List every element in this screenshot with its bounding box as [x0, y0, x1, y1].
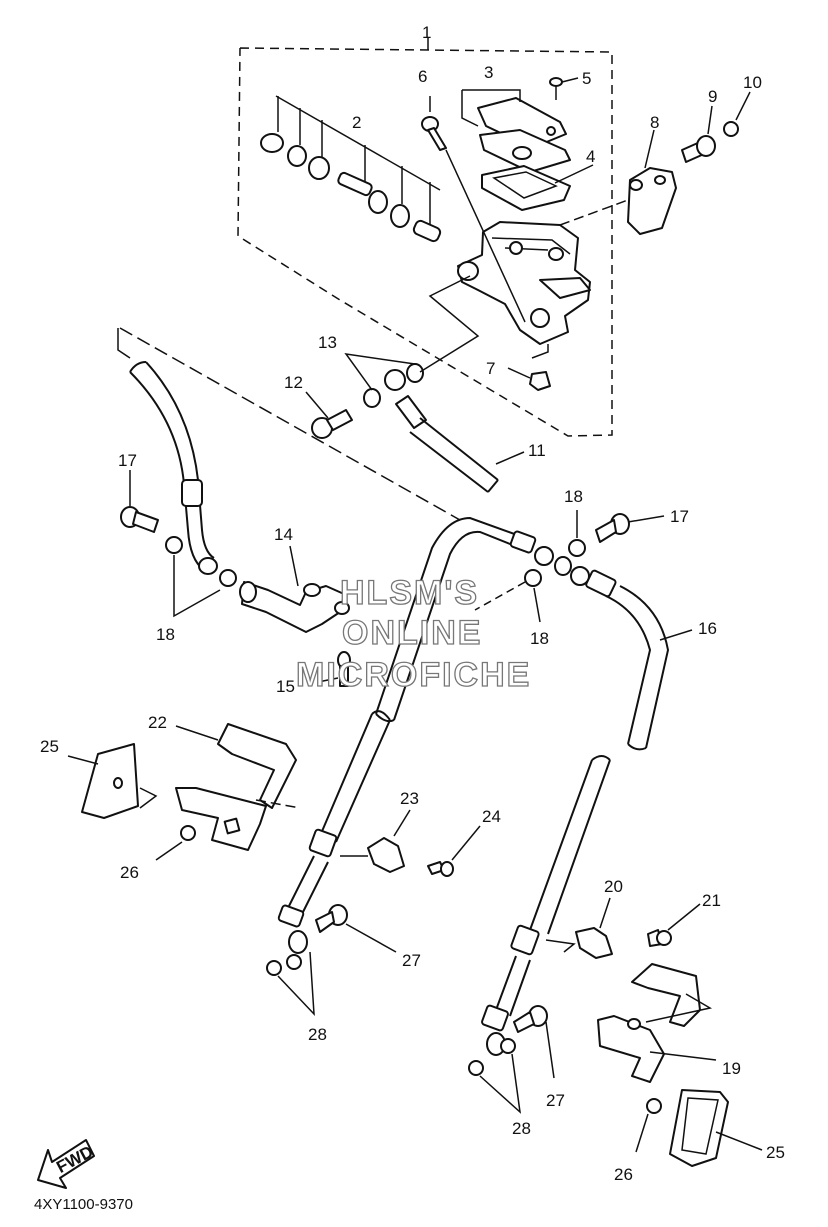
callout-4: 4 [586, 147, 595, 166]
holder-bolt-part [681, 105, 716, 163]
union-bolt-upper-part [305, 391, 353, 439]
master-cylinder-body [457, 221, 591, 345]
callout-3: 3 [484, 63, 493, 82]
callout-9: 9 [708, 87, 717, 106]
pivot-nut-part [507, 344, 551, 391]
callout-17-right: 17 [670, 507, 689, 526]
clamp-screw-left-part [427, 825, 481, 877]
union-bolt-lower-part [317, 651, 351, 687]
union-bolt-lower-left-part [315, 904, 397, 953]
callout-15: 15 [276, 677, 295, 696]
callout-24: 24 [482, 807, 501, 826]
callout-labels: 1 2 3 4 5 6 7 8 9 10 11 12 13 14 15 16 1… [40, 23, 785, 1184]
callout-19: 19 [722, 1059, 741, 1078]
union-bolt-left-part [120, 470, 159, 533]
callout-28-left: 28 [308, 1025, 327, 1044]
fwd-arrow-icon: FWD [37, 1139, 96, 1189]
reservoir-cap-parts [461, 89, 594, 211]
watermark-line-1: HLSM'S [340, 574, 479, 612]
callout-27-right: 27 [546, 1091, 565, 1110]
copper-washer-left-part [165, 536, 237, 618]
callout-17-left: 17 [118, 451, 137, 470]
callout-26-right: 26 [614, 1165, 633, 1184]
copper-washer-upper-part [344, 275, 480, 408]
callout-18-right: 18 [530, 629, 549, 648]
callout-10: 10 [743, 73, 762, 92]
clamp-right-part [545, 897, 613, 959]
holder-washer-part [723, 91, 751, 137]
bracket-right-part [597, 963, 717, 1083]
reflector-right-part [669, 1089, 763, 1167]
brake-hose-right-part [375, 516, 693, 751]
clamp-left-part [340, 809, 411, 873]
master-cylinder-assembly-outline [237, 38, 613, 437]
piston-kit-part [260, 95, 442, 243]
callout-14: 14 [274, 525, 293, 544]
watermark: HLSM'S ONLINE MICROFICHE [295, 573, 531, 694]
pivot-bolt-part [421, 96, 526, 323]
brake-hose-upper-part [384, 369, 525, 493]
callout-7: 7 [486, 359, 495, 378]
brake-hose-left-part [129, 361, 218, 575]
callout-25-left: 25 [40, 737, 59, 756]
callout-2: 2 [352, 113, 361, 132]
brake-hose-lower-left-part [277, 710, 391, 954]
callout-26-left: 26 [120, 863, 139, 882]
document-code: 4XY1100-9370 [34, 1196, 133, 1213]
washer-lower-left-part [266, 951, 315, 1017]
callout-21: 21 [702, 891, 721, 910]
watermark-line-2: ONLINE [342, 614, 482, 652]
pipe-banjo-part [239, 545, 350, 633]
nut-right-part [635, 1098, 662, 1153]
callout-1: 1 [422, 23, 431, 42]
union-bolt-right-part [595, 513, 665, 543]
nut-left-part [155, 825, 196, 861]
clamp-screw-right-part [647, 903, 701, 947]
bracket-left-part [175, 723, 301, 851]
callout-13: 13 [318, 333, 337, 352]
callout-18-left: 18 [156, 625, 175, 644]
copper-washer-right-part [474, 510, 586, 623]
callout-27-left: 27 [402, 951, 421, 970]
callout-6: 6 [418, 67, 427, 86]
callout-8: 8 [650, 113, 659, 132]
reflector-left-part [67, 743, 158, 819]
washer-lower-right-part [468, 1038, 522, 1114]
callout-5: 5 [582, 69, 591, 88]
callout-16: 16 [698, 619, 717, 638]
holder-part [559, 129, 677, 235]
callout-11: 11 [528, 441, 546, 460]
callout-23: 23 [400, 789, 419, 808]
watermark-line-3: MICROFICHE [296, 656, 531, 694]
callout-28-right: 28 [512, 1119, 531, 1138]
callout-20: 20 [604, 877, 623, 896]
callout-18-top-right: 18 [564, 487, 583, 506]
cover-screw-part [549, 77, 579, 100]
callout-25-right: 25 [766, 1143, 785, 1162]
callout-22: 22 [148, 713, 167, 732]
union-bolt-lower-right-part [513, 1005, 555, 1079]
callout-12: 12 [284, 373, 303, 392]
